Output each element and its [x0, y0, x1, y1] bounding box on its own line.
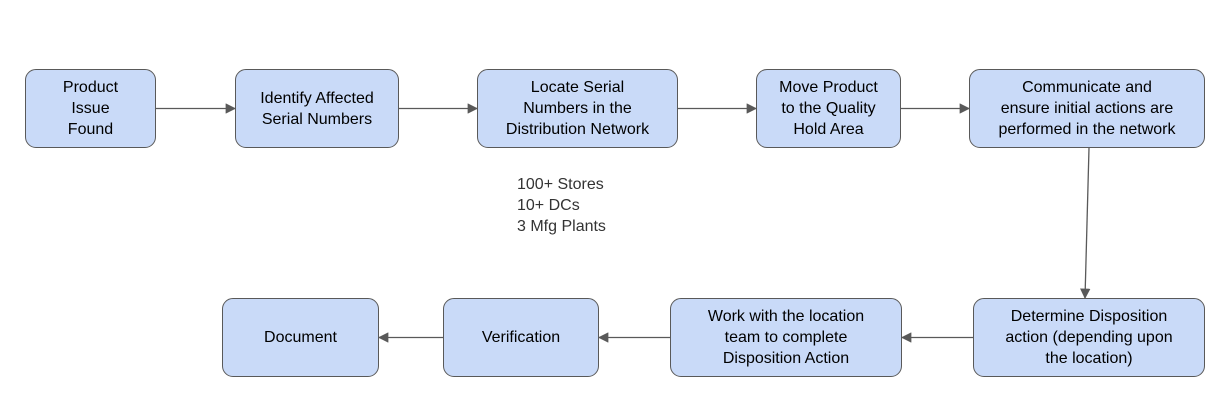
node-label: Communicate and ensure initial actions ar…: [999, 77, 1176, 140]
node-label-line: Identify Affected: [260, 89, 374, 107]
node-label-line: Determine Disposition: [1010, 308, 1168, 325]
node-label-line: Product: [62, 79, 119, 96]
node-label-line: Numbers in the: [523, 100, 632, 117]
network-note-line: 10+ DCs: [517, 197, 580, 214]
node-label-line: Move Product: [779, 79, 878, 96]
node-label-line: Locate Serial: [530, 79, 625, 96]
node-label: Document: [264, 327, 337, 348]
node-label-line: Disposition Action: [722, 350, 850, 367]
node-label-line: Document: [264, 329, 337, 346]
node-document: Document: [222, 298, 379, 377]
node-label-line: Serial Numbers: [261, 110, 373, 128]
node-label-line: performed in the network: [998, 121, 1176, 138]
node-label-line: action (depending upon: [1005, 329, 1173, 346]
node-label-line: team to complete: [724, 329, 848, 346]
arrow-communicate-initial-actions-to-determine-disposition-action: [1080, 147, 1091, 300]
node-label-line: Verification: [481, 329, 561, 346]
node-label: Verification: [482, 327, 560, 348]
node-label-line: Issue: [71, 100, 110, 117]
node-label-line: Distribution Network: [505, 121, 650, 138]
node-label: Determine Disposition action (depending u…: [1005, 306, 1172, 369]
node-label-line: ensure initial actions are: [1000, 100, 1174, 117]
node-verification: Verification: [443, 298, 599, 377]
network-note: 100+ Stores 10+ DCs 3 Mfg Plants: [517, 174, 606, 237]
node-label-line: Communicate and: [1022, 79, 1152, 96]
node-determine-disposition-action: Determine Disposition action (depending u…: [973, 298, 1205, 377]
node-label-line: Hold Area: [793, 121, 864, 138]
node-label-line: to the Quality: [781, 100, 876, 117]
node-label-line: Work with the location: [707, 308, 865, 325]
node-label-line: Found: [67, 121, 114, 138]
node-communicate-initial-actions: Communicate and ensure initial actions ar…: [969, 69, 1205, 148]
network-note-line: 3 Mfg Plants: [517, 218, 606, 235]
network-note-line: 100+ Stores: [517, 176, 604, 193]
node-label-line: the location): [1045, 350, 1133, 367]
